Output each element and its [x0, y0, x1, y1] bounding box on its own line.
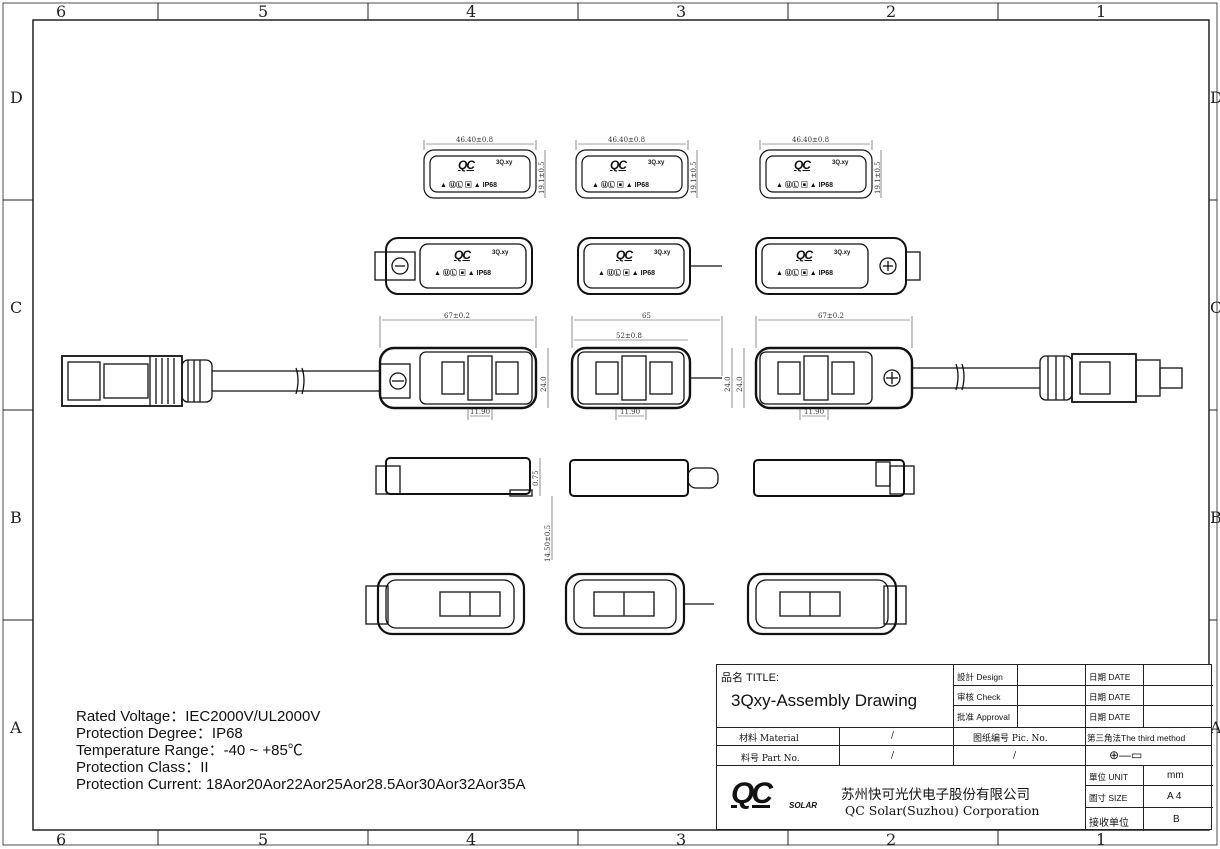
- label-certs-2: ▲ ⓊⓁ ▣ ▲ IP68: [592, 182, 650, 189]
- dim-top-width-3: 46.40±0.8: [792, 136, 830, 144]
- label-certs-4: ▲ ⓊⓁ ▣ ▲ IP68: [434, 270, 492, 277]
- unit-value: mm: [1167, 770, 1184, 781]
- label-logo-3: QC: [794, 158, 811, 172]
- dim-height-right: 24.0: [736, 376, 744, 392]
- zone-col-4-bottom: 4: [466, 830, 477, 849]
- label-logo-1: QC: [458, 158, 475, 172]
- unit-label: 單位 UNIT: [1089, 772, 1129, 782]
- zone-col-5-top: 5: [258, 2, 269, 21]
- material-label: 材料 Material: [739, 734, 799, 744]
- receiver-value: B: [1173, 814, 1180, 825]
- date-label-2: 日期 DATE: [1089, 692, 1131, 702]
- zone-col-1-top: 1: [1096, 2, 1107, 21]
- label-model-1: 3Q.xy: [496, 160, 513, 166]
- zone-row-c-left: C: [10, 298, 23, 317]
- company-name-cn: 苏州快可光伏电子股份有限公司: [841, 787, 1030, 803]
- label-certs-6: ▲ ⓊⓁ ▣ ▲ IP68: [776, 270, 834, 277]
- dim-side-075: 0.75: [532, 470, 540, 486]
- date-label-3: 日期 DATE: [1089, 712, 1131, 722]
- dim-top-height-3: 19.1±0.5: [874, 161, 882, 194]
- zone-col-4-top: 4: [466, 2, 477, 21]
- label-model-5: 3Q.xy: [654, 250, 671, 256]
- label-logo-4: QC: [454, 248, 471, 262]
- pic-no-value: /: [1013, 751, 1017, 761]
- dim-top-width-2: 46.40±0.8: [608, 136, 646, 144]
- zone-row-b-left: B: [10, 508, 22, 527]
- part-no-value: /: [891, 751, 895, 761]
- spec-protection-degree: Protection Degree：IP68: [76, 725, 243, 742]
- label-certs-1: ▲ ⓊⓁ ▣ ▲ IP68: [440, 182, 498, 189]
- zone-col-6-top: 6: [56, 2, 67, 21]
- company-logo: QC: [731, 777, 773, 810]
- zone-row-d-right: D: [1210, 88, 1220, 107]
- zone-row-d-left: D: [10, 88, 23, 107]
- dim-pitch-right: 11.90: [804, 408, 825, 416]
- spec-rated-voltage: Rated Voltage：IEC2000V/UL2000V: [76, 708, 321, 725]
- zone-col-3-top: 3: [676, 2, 687, 21]
- label-model-6: 3Q.xy: [834, 250, 851, 256]
- zone-col-6-bottom: 6: [56, 830, 67, 849]
- pic-no-label: 图纸编号 Pic. No.: [973, 734, 1048, 744]
- zone-col-1-bottom: 1: [1096, 830, 1107, 849]
- label-model-2: 3Q.xy: [648, 160, 665, 166]
- projection-symbol-icon: ⊕—▭: [1109, 748, 1143, 762]
- zone-row-a-right: A: [1210, 718, 1220, 737]
- dim-pitch-mid: 11.90: [620, 408, 641, 416]
- company-name-en: QC Solar(Suzhou) Corporation: [845, 803, 1040, 818]
- label-logo-2: QC: [610, 158, 627, 172]
- dim-top-height-1: 19.1±0.5: [538, 161, 546, 194]
- dim-length-52: 52±0.8: [616, 332, 642, 340]
- material-value: /: [891, 731, 895, 741]
- zone-col-2-top: 2: [886, 2, 897, 21]
- zone-col-2-bottom: 2: [886, 830, 897, 849]
- label-certs-3: ▲ ⓊⓁ ▣ ▲ IP68: [776, 182, 834, 189]
- check-label: 审核 Check: [957, 692, 1001, 702]
- spec-list: Rated Voltage：IEC2000V/UL2000V Protectio…: [76, 708, 525, 793]
- dim-side-1450: 14.50±0.5: [544, 524, 552, 562]
- spec-temperature-range: Temperature Range：-40 ~ +85℃: [76, 742, 303, 759]
- zone-col-5-bottom: 5: [258, 830, 269, 849]
- projection-method: 第三角法The third method: [1087, 733, 1186, 743]
- dim-length-left: 67±0.2: [444, 312, 470, 320]
- zone-row-b-right: B: [1210, 508, 1220, 527]
- title-block: 品名 TITLE: 3Qxy-Assembly Drawing 設計 Desig…: [716, 664, 1213, 831]
- spec-protection-class: Protection Class：II: [76, 759, 209, 776]
- spec-protection-current: Protection Current: 18Aor20Aor22Aor25Aor…: [76, 776, 526, 793]
- dim-length-right: 67±0.2: [818, 312, 844, 320]
- part-no-label: 料号 Part No.: [741, 754, 800, 764]
- size-label: 圖寸 SIZE: [1089, 793, 1128, 803]
- zone-row-c-right: C: [1210, 298, 1220, 317]
- zone-col-3-bottom: 3: [676, 830, 687, 849]
- dim-pitch-left: 11.90: [470, 408, 491, 416]
- size-value: A 4: [1167, 791, 1182, 802]
- approval-label: 批准 Approval: [957, 712, 1010, 722]
- main-assembly: [61, 346, 1183, 410]
- label-model-4: 3Q.xy: [492, 250, 509, 256]
- design-label: 設計 Design: [957, 672, 1003, 682]
- label-certs-5: ▲ ⓊⓁ ▣ ▲ IP68: [598, 270, 656, 277]
- dim-length-mid: 65: [642, 312, 651, 320]
- label-model-3: 3Q.xy: [832, 160, 849, 166]
- label-logo-5: QC: [616, 248, 633, 262]
- date-label-1: 日期 DATE: [1089, 672, 1131, 682]
- label-top-views: [423, 149, 873, 199]
- zone-row-a-left: A: [10, 718, 22, 737]
- dim-top-width-1: 46.40±0.8: [456, 136, 494, 144]
- drawing-title: 3Qxy-Assembly Drawing: [731, 691, 918, 710]
- dim-height-mid: 24.0: [724, 376, 732, 392]
- label-logo-6: QC: [796, 248, 813, 262]
- dim-height-left: 24.0: [540, 376, 548, 392]
- title-label: 品名 TITLE:: [721, 672, 780, 684]
- dim-top-height-2: 19.1±0.5: [690, 161, 698, 194]
- company-logo-small: SOLAR: [789, 801, 817, 810]
- receiver-label: 接收单位: [1089, 818, 1129, 829]
